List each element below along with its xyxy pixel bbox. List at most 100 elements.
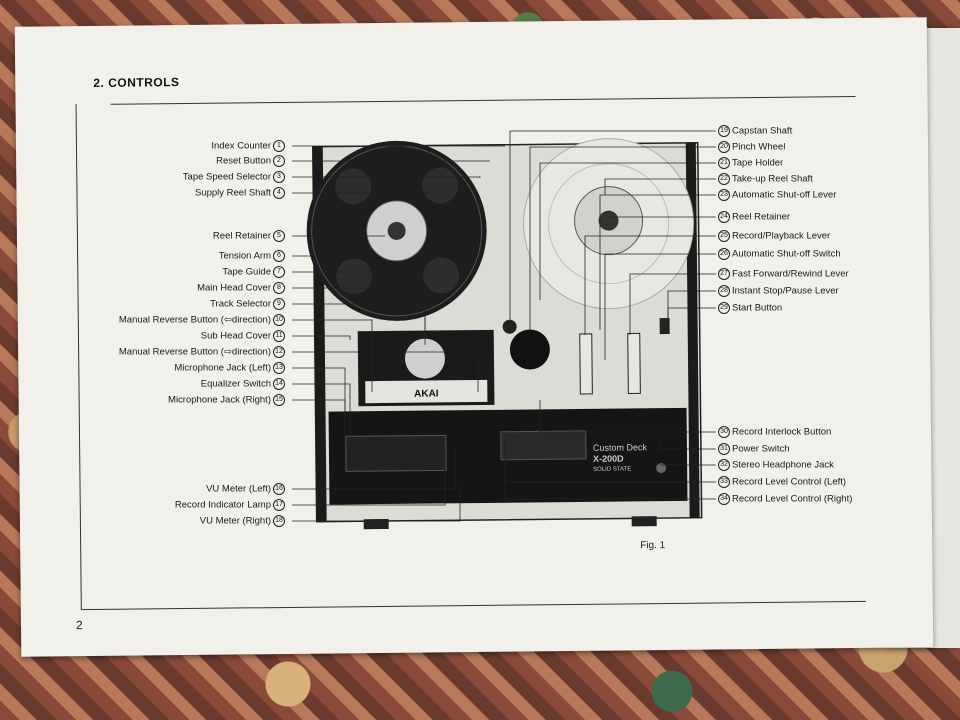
model-line1: Custom Deck: [593, 442, 648, 453]
track-selector-knob: [404, 338, 445, 379]
callout-label: Tape Holder: [732, 157, 784, 169]
callout-label: Record Indicator Lamp: [174, 499, 271, 511]
callout-left-10: Manual Reverse Button (⇦direction)10: [72, 314, 287, 326]
callout-number: 17: [273, 499, 285, 511]
callout-label: Microphone Jack (Left): [174, 362, 271, 374]
leader-line-18: [292, 485, 461, 522]
leader-line-10: [292, 319, 373, 392]
callout-number: 7: [273, 266, 285, 278]
leader-line-6: [292, 255, 371, 290]
callout-number: 31: [718, 443, 730, 455]
leader-line-25: [584, 235, 716, 335]
lever-2: [627, 332, 641, 394]
callout-label: Power Switch: [732, 443, 790, 455]
leader-line-22: [604, 178, 716, 195]
callout-number: 5: [273, 230, 285, 242]
leader-line-14: [292, 383, 351, 450]
leader-line-27: [629, 273, 716, 335]
vu-meter-area: [345, 434, 447, 472]
callout-label: Tape Speed Selector: [182, 171, 271, 183]
callout-label: Record Interlock Button: [732, 426, 832, 438]
callout-number: 11: [273, 330, 285, 342]
callout-number: 23: [718, 189, 730, 201]
leader-line-34: [504, 470, 716, 500]
callout-label: Reel Retainer: [732, 211, 791, 223]
callout-label: Sub Head Cover: [200, 330, 271, 342]
callout-number: 21: [718, 157, 730, 169]
model-line2: X-200D: [593, 453, 624, 463]
callout-number: 19: [718, 125, 730, 137]
callout-number: 30: [718, 426, 730, 438]
callout-label: Microphone Jack (Right): [168, 394, 271, 406]
callout-left-18: VU Meter (Right)18: [72, 515, 287, 527]
callout-label: Record/Playback Lever: [732, 230, 831, 242]
callout-number: 10: [273, 314, 285, 326]
callout-number: 18: [273, 515, 285, 527]
callout-label: Start Button: [732, 302, 783, 314]
callout-number: 16: [273, 483, 285, 495]
callout-label: Tension Arm: [218, 250, 271, 262]
callout-number: 25: [718, 230, 730, 242]
callout-label: Take-up Reel Shaft: [732, 173, 813, 185]
callout-label: Record Level Control (Left): [732, 476, 847, 488]
leader-line-3: [292, 176, 481, 178]
callout-label: VU Meter (Right): [199, 515, 271, 527]
callout-label: Reel Retainer: [212, 230, 271, 242]
callout-number: 14: [273, 378, 285, 390]
leader-line-26: [604, 253, 716, 360]
callout-left-15: Microphone Jack (Right)15: [72, 394, 287, 406]
callout-number: 1: [273, 140, 285, 152]
callout-label: VU Meter (Left): [206, 483, 271, 495]
callout-label: Tape Guide: [222, 266, 271, 278]
callout-left-12: Manual Reverse Button (⇨direction)12: [72, 346, 287, 358]
callout-number: 13: [273, 362, 285, 374]
callout-label: Equalizer Switch: [200, 378, 271, 390]
model-line3: SOLID STATE: [593, 466, 631, 472]
callout-number: 24: [718, 211, 730, 223]
callout-number: 20: [718, 141, 730, 153]
leader-line-15: [292, 399, 346, 470]
leader-line-23: [599, 194, 716, 330]
callout-label: Fast Forward/Rewind Lever: [732, 268, 849, 280]
callout-number: 2: [273, 155, 285, 167]
leader-line-20: [529, 146, 716, 335]
callout-label: Capstan Shaft: [732, 125, 793, 137]
callout-label: Manual Reverse Button (⇨direction): [118, 346, 271, 358]
callout-left-13: Microphone Jack (Left)13: [72, 362, 287, 374]
callout-label: Supply Reel Shaft: [194, 187, 271, 199]
callout-label: Pinch Wheel: [732, 141, 786, 153]
start-button: [659, 318, 670, 335]
callout-number: 15: [273, 394, 285, 406]
callout-label: Reset Button: [216, 155, 271, 167]
callout-label: Automatic Shut-off Lever: [732, 189, 837, 201]
leader-line-19: [509, 130, 716, 320]
leader-line-7: [292, 271, 396, 292]
lever-1: [579, 333, 593, 395]
callout-number: 27: [718, 268, 730, 280]
leader-line-30: [539, 400, 716, 433]
callout-label: Automatic Shut-off Switch: [732, 248, 841, 260]
callout-number: 4: [273, 187, 285, 199]
